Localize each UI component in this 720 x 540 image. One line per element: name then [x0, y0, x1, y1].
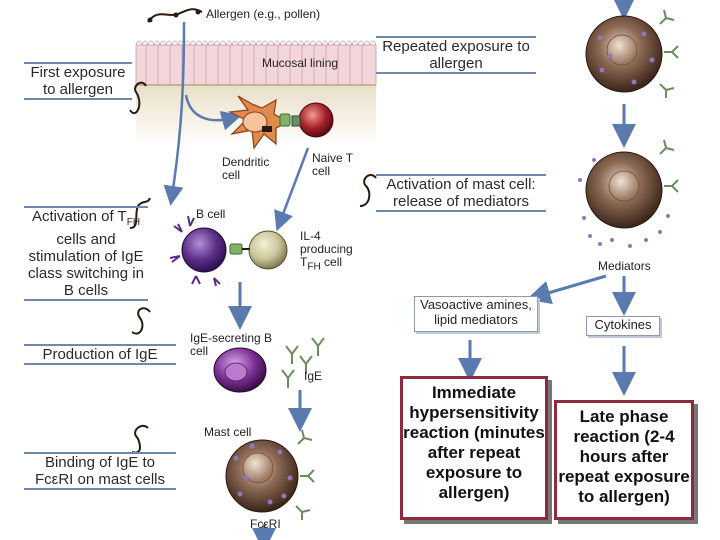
label-il4-line3-sub: FH — [307, 261, 321, 273]
step-binding-ige-text: Binding of IgE to FcεRI on mast cells — [34, 454, 166, 488]
label-mast-cell: Mast cell — [204, 425, 252, 439]
label-allergen: Allergen (e.g., pollen) — [206, 7, 321, 21]
step-first-exposure: First exposure to allergen — [24, 62, 132, 100]
allergen-strand-right — [359, 174, 377, 207]
box-late-phase-reaction-text: Late phase reaction (2-4 hours after rep… — [558, 407, 690, 506]
label-naive-t-cell: Naive T cell — [312, 151, 353, 178]
mast-cell-activated-illustration — [578, 139, 679, 248]
naive-t-cell-illustration — [291, 102, 334, 138]
label-il4-tfh: IL-4 producing TFH cell — [300, 230, 364, 273]
arrow-allergen-to-dendritic — [184, 94, 242, 131]
label-ige-secreting-b-cell: IgE-secreting B cell — [190, 331, 273, 358]
box-immediate-reaction: Immediate hypersensitivity reaction (min… — [400, 376, 548, 520]
label-dendritic-cell: Dendritic cell — [222, 155, 270, 182]
label-il4-line2: producing — [300, 242, 353, 256]
ige-antibodies-illustration — [281, 337, 325, 388]
step-production-ige-text: Production of IgE — [42, 346, 158, 363]
ige-secreting-b-cell-illustration — [213, 347, 267, 393]
box-late-phase-reaction: Late phase reaction (2-4 hours after rep… — [554, 400, 694, 520]
step-production-ige: Production of IgE — [24, 344, 176, 365]
label-mediators: Mediators — [598, 259, 651, 273]
box-vasoactive-amines: Vasoactive amines, lipid mediators — [414, 296, 538, 332]
arrow-naive-to-tfh — [274, 147, 310, 232]
tfh-cell-illustration — [229, 230, 288, 270]
label-il4-line3: TFH cell — [300, 256, 364, 273]
allergen-strand-left — [129, 81, 147, 115]
box-cytokines-text: Cytokines — [594, 317, 652, 332]
step-repeated-exposure: Repeated exposure to allergen — [376, 36, 536, 74]
label-mucosal-lining: Mucosal lining — [262, 56, 339, 70]
arrow-allergen-to-activation — [163, 21, 186, 206]
step-repeated-exposure-text: Repeated exposure to allergen — [382, 38, 530, 72]
label-il4-line3-post: cell — [320, 255, 343, 269]
step-activation-mast-text: Activation of mast cell: release of medi… — [386, 176, 536, 210]
mast-cell-sensitized-illustration — [585, 9, 679, 98]
label-il4-line1: IL-4 — [300, 229, 321, 243]
box-cytokines: Cytokines — [586, 316, 660, 336]
mast-cell-left-illustration — [225, 429, 315, 520]
step-activation-tfh-sub: FH — [126, 217, 141, 228]
step-activation-tfh-pre: Activation of T — [31, 208, 127, 225]
b-cell-illustration — [169, 215, 227, 287]
box-vasoactive-amines-text: Vasoactive amines, lipid mediators — [420, 297, 532, 327]
label-ige: IgE — [304, 369, 323, 383]
label-il4-line3-pre: T — [300, 255, 308, 269]
step-binding-ige: Binding of IgE to FcεRI on mast cells — [24, 452, 176, 490]
step-activation-mast: Activation of mast cell: release of medi… — [376, 174, 546, 212]
allergen-strand-left-3 — [131, 307, 151, 335]
step-activation-tfh: Activation of TFH cells and stimulation … — [24, 206, 148, 301]
label-fceri: FcεRI — [250, 517, 281, 531]
arrow-mediators-to-vasoactive — [526, 274, 607, 305]
label-b-cell: B cell — [196, 207, 226, 221]
step-first-exposure-text: First exposure to allergen — [30, 64, 126, 98]
step-activation-tfh-post: cells and stimulation of IgE class switc… — [28, 231, 144, 299]
box-immediate-reaction-text: Immediate hypersensitivity reaction (min… — [403, 383, 545, 502]
allergen-strand-left-4 — [131, 424, 149, 454]
dendritic-cell-illustration — [227, 95, 291, 150]
